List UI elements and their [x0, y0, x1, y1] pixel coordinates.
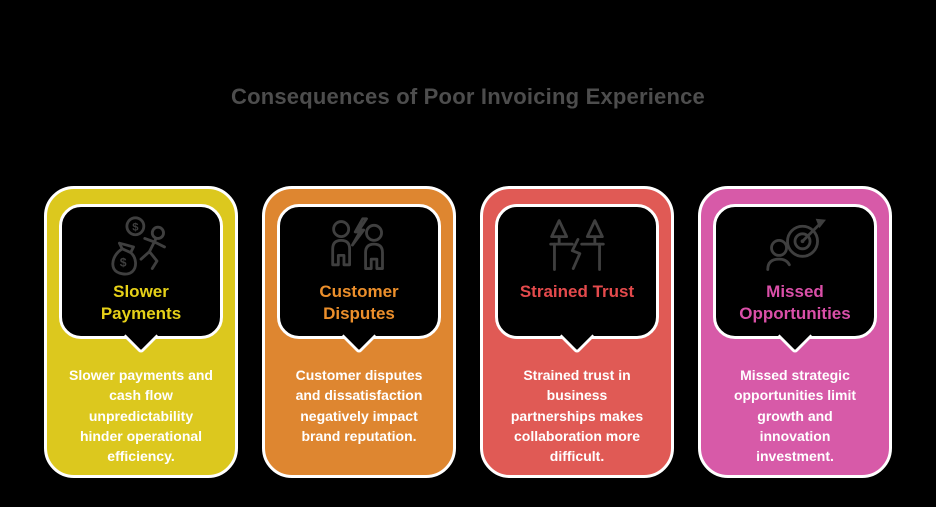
- card-title: Slower Payments: [100, 282, 182, 324]
- cards-row: $ $ Slower Payments Slower payments and …: [0, 186, 936, 478]
- card-title: Strained Trust: [519, 282, 635, 301]
- card-slower-payments: $ $ Slower Payments Slower payments and …: [44, 186, 238, 478]
- speech-bubble: $ $ Slower Payments: [59, 204, 223, 339]
- card-description: Slower payments and cash flow unpredicta…: [69, 367, 213, 465]
- card-description: Missed strategic opportunities limit gro…: [733, 367, 857, 465]
- broken-bridge-icon: [538, 215, 616, 277]
- card-customer-disputes: Customer Disputes Customer disputes and …: [262, 186, 456, 478]
- speech-bubble: Missed Opportunities: [713, 204, 877, 339]
- speech-bubble: Strained Trust: [495, 204, 659, 339]
- card-strained-trust: Strained Trust Strained trust in busines…: [480, 186, 674, 478]
- speech-bubble: Customer Disputes: [277, 204, 441, 339]
- people-dispute-icon: [320, 215, 398, 277]
- card-missed-opportunities: Missed Opportunities Missed strategic op…: [698, 186, 892, 478]
- card-description: Customer disputes and dissatisfaction ne…: [295, 367, 423, 444]
- page-title: Consequences of Poor Invoicing Experienc…: [231, 84, 705, 109]
- card-title: Missed Opportunities: [739, 282, 851, 324]
- missed-target-icon: [756, 215, 834, 277]
- svg-text:$: $: [120, 256, 127, 270]
- svg-text:$: $: [132, 222, 139, 234]
- money-run-icon: $ $: [102, 215, 180, 277]
- card-description: Strained trust in business partnerships …: [510, 367, 644, 465]
- card-title: Customer Disputes: [319, 282, 399, 324]
